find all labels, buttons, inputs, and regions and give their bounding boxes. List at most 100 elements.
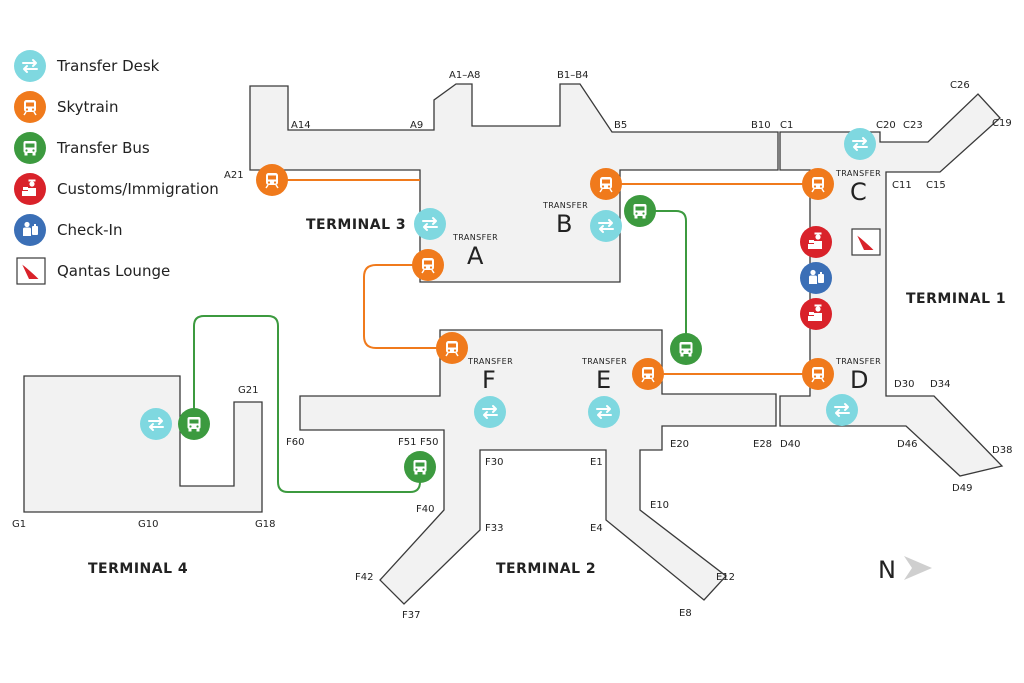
terminal-4-label: TERMINAL 4 bbox=[88, 561, 188, 577]
gate-b1-b4: B1–B4 bbox=[557, 70, 588, 81]
transfer-desk-a-icon bbox=[414, 208, 446, 240]
checkin-person-icon bbox=[14, 214, 46, 246]
terminal-1-label: TERMINAL 1 bbox=[906, 291, 1006, 307]
legend-skytrain: Skytrain bbox=[14, 91, 118, 123]
gate-d38: D38 bbox=[992, 445, 1012, 456]
gate-a21: A21 bbox=[224, 170, 244, 181]
north-indicator: N bbox=[878, 556, 932, 584]
gate-c15: C15 bbox=[926, 180, 946, 191]
skytrain-e-icon bbox=[632, 358, 664, 390]
transfer-label-e: TRANSFER bbox=[581, 357, 627, 366]
gate-e4: E4 bbox=[590, 523, 603, 534]
legend-checkin: Check-In bbox=[14, 214, 123, 246]
transfer-bus-t4-icon bbox=[178, 408, 210, 440]
gate-g18: G18 bbox=[255, 519, 275, 530]
gate-g21: G21 bbox=[238, 385, 258, 396]
gate-f51: F51 bbox=[398, 437, 416, 448]
bus-icon bbox=[14, 132, 46, 164]
zone-e-label: E bbox=[596, 366, 611, 394]
terminal-2-label: TERMINAL 2 bbox=[496, 561, 596, 577]
gate-f42: F42 bbox=[355, 572, 373, 583]
transfer-label-b: TRANSFER bbox=[542, 201, 588, 210]
legend-transfer-bus: Transfer Bus bbox=[14, 132, 150, 164]
gate-c20: C20 bbox=[876, 120, 896, 131]
gate-c19: C19 bbox=[992, 118, 1012, 129]
terminal-4-building bbox=[23, 375, 263, 513]
transfer-desk-d-icon bbox=[826, 394, 858, 426]
skytrain-c-icon bbox=[802, 168, 834, 200]
gate-g1: G1 bbox=[12, 519, 26, 530]
legend-transfer-bus-label: Transfer Bus bbox=[56, 139, 150, 157]
legend-skytrain-label: Skytrain bbox=[57, 98, 118, 116]
gate-f60: F60 bbox=[286, 437, 304, 448]
gate-d46: D46 bbox=[897, 439, 917, 450]
gate-a14: A14 bbox=[291, 120, 311, 131]
transfer-desk-icon bbox=[14, 50, 46, 82]
north-label: N bbox=[878, 556, 896, 584]
gate-e28: E28 bbox=[753, 439, 772, 450]
gate-g10: G10 bbox=[138, 519, 158, 530]
zone-a-label: A bbox=[467, 242, 484, 270]
zone-d-label: D bbox=[850, 366, 868, 394]
gate-e20: E20 bbox=[670, 439, 689, 450]
gate-f30: F30 bbox=[485, 457, 503, 468]
gate-a1-a8: A1–A8 bbox=[449, 70, 480, 81]
legend-transfer-desk: Transfer Desk bbox=[14, 50, 160, 82]
transfer-bus-e-icon bbox=[670, 333, 702, 365]
transfer-bus-f-icon bbox=[404, 451, 436, 483]
transfer-desk-e-icon bbox=[588, 396, 620, 428]
gate-c23: C23 bbox=[903, 120, 923, 131]
skytrain-a21-icon bbox=[256, 164, 288, 196]
gate-e1: E1 bbox=[590, 457, 603, 468]
transfer-bus-routes bbox=[193, 210, 687, 493]
transfer-label-d: TRANSFER bbox=[835, 357, 881, 366]
legend-transfer-desk-label: Transfer Desk bbox=[56, 57, 160, 75]
legend: Transfer Desk Skytrain Transfer Bus Cust… bbox=[14, 50, 219, 285]
legend-customs-label: Customs/Immigration bbox=[57, 180, 219, 198]
legend-qantas-lounge: Qantas Lounge bbox=[16, 257, 170, 285]
skytrain-d-icon bbox=[802, 358, 834, 390]
gate-c11: C11 bbox=[892, 180, 912, 191]
transfer-label-f: TRANSFER bbox=[467, 357, 513, 366]
terminal-3-building bbox=[249, 83, 779, 283]
zone-c-label: C bbox=[850, 178, 867, 206]
gate-c1: C1 bbox=[780, 120, 793, 131]
gate-b10: B10 bbox=[751, 120, 771, 131]
customs-icon bbox=[800, 226, 832, 258]
gate-labels: A21 A14 A9 A1–A8 B1–B4 B5 B10 C1 C20 C23… bbox=[12, 70, 1012, 621]
gate-a9: A9 bbox=[410, 120, 423, 131]
customs-icon-2 bbox=[800, 298, 832, 330]
gate-e12: E12 bbox=[716, 572, 735, 583]
legend-qantas-lounge-label: Qantas Lounge bbox=[57, 262, 170, 280]
transfer-desk-t4-icon bbox=[140, 408, 172, 440]
transfer-label-c: TRANSFER bbox=[835, 169, 881, 178]
qantas-kangaroo-icon bbox=[16, 257, 46, 285]
gate-e10: E10 bbox=[650, 500, 669, 511]
gate-d30: D30 bbox=[894, 379, 914, 390]
north-arrow-icon bbox=[904, 556, 932, 580]
skytrain-a-icon bbox=[412, 249, 444, 281]
gate-d34: D34 bbox=[930, 379, 950, 390]
gate-f50: F50 bbox=[420, 437, 438, 448]
gate-d40: D40 bbox=[780, 439, 800, 450]
checkin-icon bbox=[800, 262, 832, 294]
legend-customs: Customs/Immigration bbox=[14, 173, 219, 205]
skytrain-f-icon bbox=[436, 332, 468, 364]
gate-d49: D49 bbox=[952, 483, 972, 494]
transfer-desk-f-icon bbox=[474, 396, 506, 428]
gate-e8: E8 bbox=[679, 608, 692, 619]
terminal-2-building bbox=[299, 329, 777, 605]
gate-f33: F33 bbox=[485, 523, 503, 534]
gate-b5: B5 bbox=[614, 120, 627, 131]
terminal-1-building bbox=[779, 93, 1004, 477]
gate-f37: F37 bbox=[402, 610, 420, 621]
zone-b-label: B bbox=[556, 210, 572, 238]
transfer-label-a: TRANSFER bbox=[452, 233, 498, 242]
terminal-3-label: TERMINAL 3 bbox=[306, 217, 406, 233]
gate-c26: C26 bbox=[950, 80, 970, 91]
gate-f40: F40 bbox=[416, 504, 434, 515]
legend-checkin-label: Check-In bbox=[57, 221, 123, 239]
qantas-lounge-icon bbox=[851, 228, 881, 256]
customs-officer-icon bbox=[14, 173, 46, 205]
